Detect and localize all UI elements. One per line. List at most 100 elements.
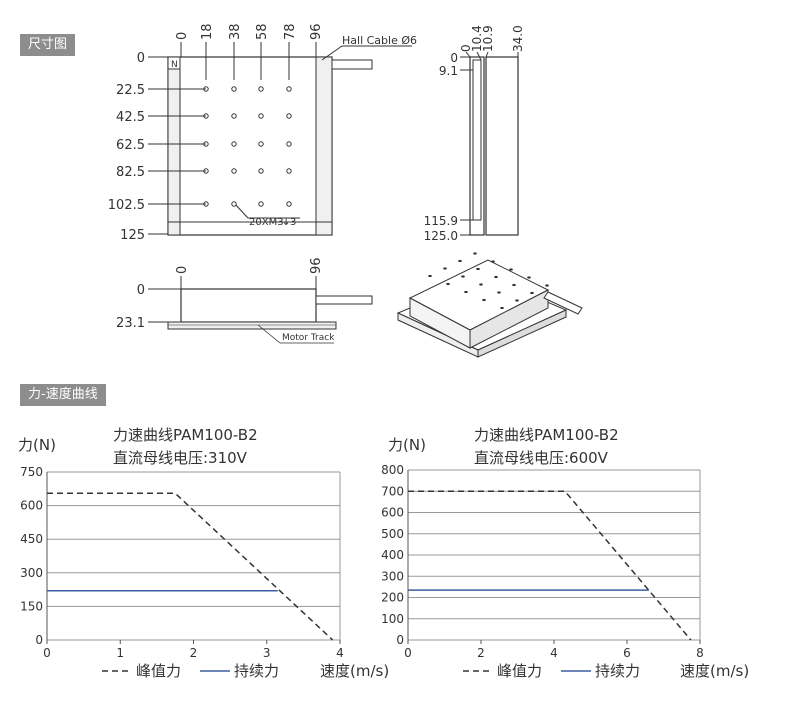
front-x-tick-0: 0 [175,266,190,274]
top-y-tick-125: 125 [120,228,145,243]
y-tick-label: 800 [381,463,404,477]
side-y-tick-125: 125.0 [424,229,458,243]
x-axis-label: 速度(m/s) [680,662,749,680]
top-x-tick-38: 38 [228,23,243,40]
x-tick-label: 0 [43,646,51,660]
x-tick-label: 4 [550,646,558,660]
iso-hole [476,267,480,271]
side-y-tick-115-9: 115.9 [424,214,458,228]
top-x-tick-0: 0 [175,32,190,40]
y-tick-label: 150 [20,599,43,613]
iso-hole [497,291,501,294]
front-view-track [167,321,337,330]
x-tick-label: 6 [623,646,631,660]
iso-hole [494,275,498,279]
side-x-tick-10-4: 10.4 [470,25,484,52]
y-tick-label: 750 [20,465,43,479]
x-axis-label: 速度(m/s) [320,662,389,680]
iso-hole [458,259,462,263]
series-peak-force [47,492,334,641]
top-x-tick-78: 78 [283,23,298,40]
y-axis-label: 力(N) [388,436,426,454]
iso-hole [515,299,519,302]
iso-hole [482,298,486,302]
top-y-tick-62-5: 62.5 [116,138,145,153]
hall-cable [331,59,373,70]
mounting-hole [286,86,292,92]
iso-hole [545,284,549,287]
section-tag-dimensions: 尺寸图 [20,34,76,56]
iso-hole [527,276,531,279]
top-y-tick-82-5: 82.5 [116,165,145,180]
top-view-left-rail [167,56,181,236]
isometric-holes [428,252,549,310]
top-view-right-rail [315,56,333,236]
mounting-hole [258,201,264,207]
dimension-drawings: N Hall Cable Ø6 20XM3 ↧ 3 0 18 38 58 78 … [108,23,583,358]
y-axis-label: 力(N) [18,436,56,454]
y-tick-label: 200 [381,591,404,605]
front-view-body [180,288,317,323]
iso-hole [464,290,468,294]
iso-hole [512,283,516,287]
mounting-hole [231,168,237,174]
x-tick-label: 8 [696,646,704,660]
side-y-tick-9-1: 9.1 [439,64,458,78]
front-y-tick-0: 0 [137,283,145,298]
iso-hole [500,306,504,310]
mounting-hole [231,141,237,147]
iso-hole [491,260,495,263]
chart-1: 力速曲线PAM100-B2直流母线电压:310V力(N)015030045060… [18,426,389,680]
mounting-hole [231,113,237,119]
x-tick-label: 1 [116,646,124,660]
mounting-hole [286,201,292,207]
y-tick-label: 0 [396,633,404,647]
series-peak-force [408,490,692,641]
mounting-hole [258,86,264,92]
chart-2: 力速曲线PAM100-B2直流母线电压:600V力(N)010020030040… [381,426,749,680]
legend-label: 持续力 [595,662,640,680]
side-x-tick-0: 0 [459,44,473,52]
top-x-tick-58: 58 [255,23,270,40]
mounting-hole [258,168,264,174]
y-tick-label: 600 [20,499,43,513]
legend-label: 峰值力 [497,662,542,680]
front-y-tick-23-1: 23.1 [116,316,145,331]
front-view: 0 96 0 23.1 Motor Track [116,257,373,344]
mounting-hole [286,141,292,147]
iso-hole [428,274,432,278]
chart-title: 力速曲线PAM100-B2 [474,426,619,444]
north-mark: N [171,60,178,70]
side-view-inner [472,59,482,221]
isometric-view [396,252,583,358]
chart-subtitle: 直流母线电压:600V [474,449,609,467]
y-tick-label: 0 [35,633,43,647]
cable-leader-line [321,45,343,61]
hole-label: 20XM3 [249,217,284,228]
top-view: N Hall Cable Ø6 20XM3 ↧ 3 0 18 38 58 78 … [108,23,417,243]
legend-label: 持续力 [234,662,279,680]
y-tick-label: 450 [20,532,43,546]
chart-subtitle: 直流母线电压:310V [113,449,248,467]
mounting-hole [231,86,237,92]
front-view-cable [315,295,373,305]
front-x-tick-96: 96 [309,257,324,274]
hole-leader-line [233,202,249,219]
mounting-hole [286,113,292,119]
chart-title: 力速曲线PAM100-B2 [113,426,258,444]
x-tick-label: 4 [336,646,344,660]
hole-depth-symbol: ↧ [282,217,290,228]
iso-hole [473,252,477,255]
force-speed-charts: 力速曲线PAM100-B2直流母线电压:310V力(N)015030045060… [18,426,749,680]
y-tick-label: 700 [381,484,404,498]
side-view: 0 10.4 10.9 34.0 0 9.1 115.9 125.0 [424,25,525,243]
mounting-hole [286,168,292,174]
x-tick-label: 2 [190,646,198,660]
y-tick-label: 300 [381,569,404,583]
hole-depth: 3 [290,217,296,228]
top-view-y-dimensions: 0 22.5 42.5 62.5 82.5 102.5 125 [108,51,206,243]
top-y-tick-42-5: 42.5 [116,110,145,125]
iso-hole [461,275,465,278]
mounting-hole [258,141,264,147]
iso-hole [443,267,447,270]
